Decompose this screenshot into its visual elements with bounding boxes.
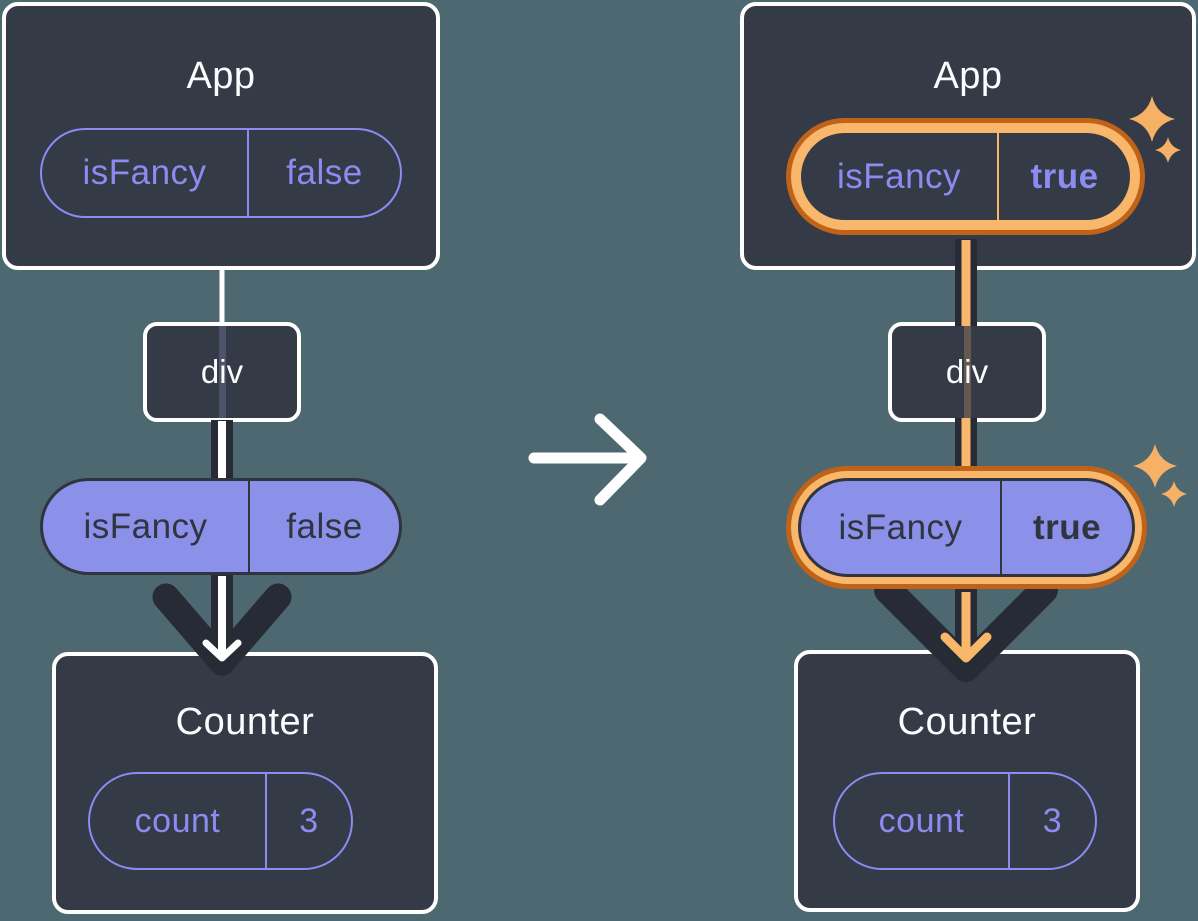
prop-line-faint (964, 326, 971, 418)
app-card-before: App isFancy false (2, 2, 440, 270)
prop-value-label: false (247, 130, 400, 216)
counter-title: Counter (897, 701, 1037, 743)
app-prop-pill-after-highlighted: isFancy true (798, 130, 1133, 223)
state-name-label: count (878, 801, 965, 840)
prop-value-label: true (1000, 481, 1132, 574)
prop-name-label: isFancy (82, 153, 207, 192)
prop-name-label: isFancy (838, 507, 963, 547)
counter-card-before: Counter count 3 (52, 652, 438, 914)
counter-card-after: Counter count 3 (794, 650, 1140, 912)
sparkle-icon (1133, 444, 1177, 488)
div-card-before: div (143, 322, 301, 422)
counter-title: Counter (175, 701, 315, 743)
prop-line-faint (219, 326, 226, 418)
state-value-label: 3 (1008, 774, 1095, 868)
prop-name-label: isFancy (83, 506, 208, 546)
counter-state-pill-after: count 3 (833, 772, 1097, 870)
passed-prop-pill-after-highlighted: isFancy true (798, 478, 1135, 577)
app-title: App (933, 55, 1003, 97)
counter-state-pill-before: count 3 (88, 772, 353, 870)
div-label: div (200, 353, 244, 390)
app-title: App (186, 55, 256, 97)
state-name-label: count (134, 801, 221, 840)
app-card-after: App isFancy true (740, 2, 1196, 270)
prop-value-label: false (248, 481, 399, 572)
app-prop-pill-before: isFancy false (40, 128, 402, 218)
div-label: div (945, 353, 989, 390)
transition-right-arrow-icon (528, 413, 647, 506)
div-card-after: div (888, 322, 1046, 422)
sparkle-icon (1161, 481, 1187, 507)
passed-prop-pill-before: isFancy false (40, 478, 402, 575)
state-value-label: 3 (265, 774, 351, 868)
prop-value-label: true (997, 133, 1130, 220)
prop-name-label: isFancy (836, 156, 962, 196)
